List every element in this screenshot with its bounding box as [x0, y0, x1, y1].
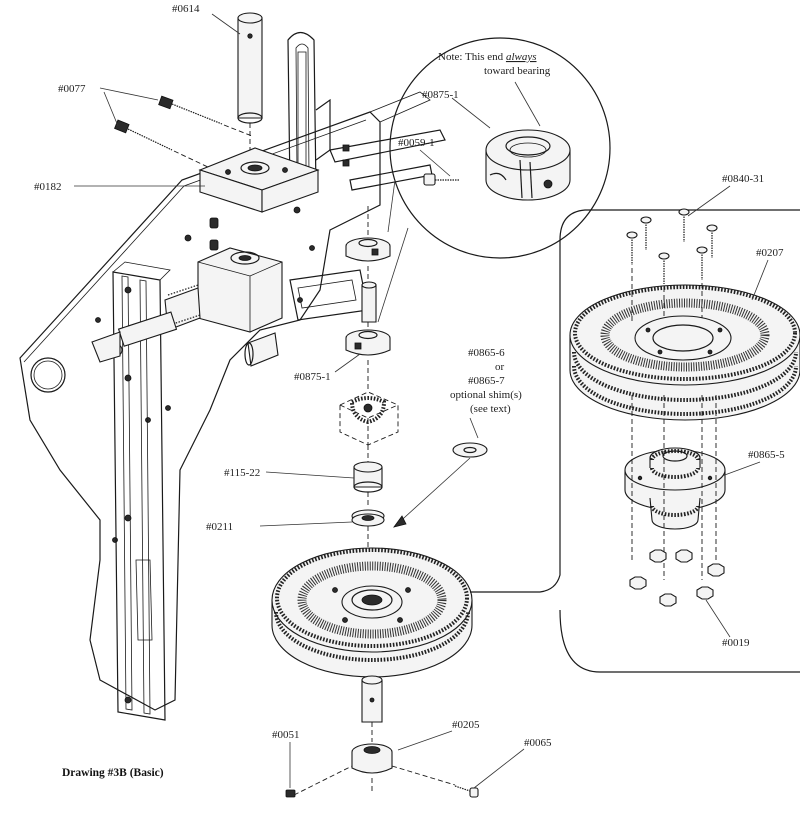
set-screw-0051 — [285, 789, 296, 798]
shaft-collar-upper — [345, 237, 391, 262]
inset-collar-detail — [485, 129, 571, 201]
label-0182: #0182 — [34, 181, 62, 193]
short-shaft — [361, 281, 377, 323]
detail-bracket — [470, 209, 800, 673]
leader-lines — [74, 13, 769, 789]
screw-set-0840 — [626, 208, 718, 322]
label-or: or — [495, 361, 505, 373]
lower-shaft — [361, 675, 383, 723]
label-0019: #0019 — [722, 637, 750, 649]
main-spur-gear — [271, 547, 473, 678]
screw-0077-a — [158, 95, 253, 137]
label-0205: #0205 — [452, 719, 480, 731]
label-0865-7: #0865-7 — [468, 375, 505, 387]
inset-screw-0059 — [423, 173, 460, 186]
label-0051: #0051 — [272, 729, 300, 741]
pinion-gear-0865-5 — [624, 447, 726, 530]
vertical-channel-rail — [112, 261, 171, 721]
slotted-arm — [287, 31, 331, 191]
gearbox-housing — [91, 217, 369, 367]
upper-tube — [237, 12, 263, 124]
note-emphasis: always — [506, 51, 537, 63]
label-0614: #0614 — [172, 3, 200, 15]
optional-shim — [393, 442, 488, 528]
label-0059: #0059-1 — [398, 137, 435, 149]
bushing — [353, 461, 383, 493]
label-0207: #0207 — [756, 247, 784, 259]
bearing-block — [198, 147, 320, 213]
label-0840: #0840-31 — [722, 173, 764, 185]
label-0875-side: #0875-1 — [294, 371, 331, 383]
label-shim: optional shim(s) — [450, 389, 522, 401]
right-spur-gear — [569, 284, 800, 421]
label-0077: #0077 — [58, 83, 86, 95]
collar-0205 — [351, 743, 393, 774]
washer-0211 — [351, 509, 385, 527]
label-0065: #0065 — [524, 737, 552, 749]
label-0865-5: #0865-5 — [748, 449, 785, 461]
label-0865-6: #0865-6 — [468, 347, 505, 359]
label-see-text: (see text) — [470, 403, 511, 415]
note-line-2: toward bearing — [484, 65, 551, 77]
note-line-1: Note: This end always — [438, 51, 537, 63]
shaft-collar-lower — [345, 329, 391, 356]
detail-inset-circle — [377, 37, 611, 323]
label-0211: #0211 — [206, 521, 233, 533]
side-frame-plate — [19, 91, 431, 711]
label-0875-top: #0875-1 — [422, 89, 459, 101]
gear-cage — [339, 391, 399, 446]
note-prefix: Note: This end — [438, 51, 506, 63]
nut-set-0019 — [629, 549, 725, 607]
label-115-22: #115-22 — [224, 467, 260, 479]
screw-0077-b — [114, 119, 211, 169]
drawing-caption: Drawing #3B (Basic) — [62, 767, 164, 779]
